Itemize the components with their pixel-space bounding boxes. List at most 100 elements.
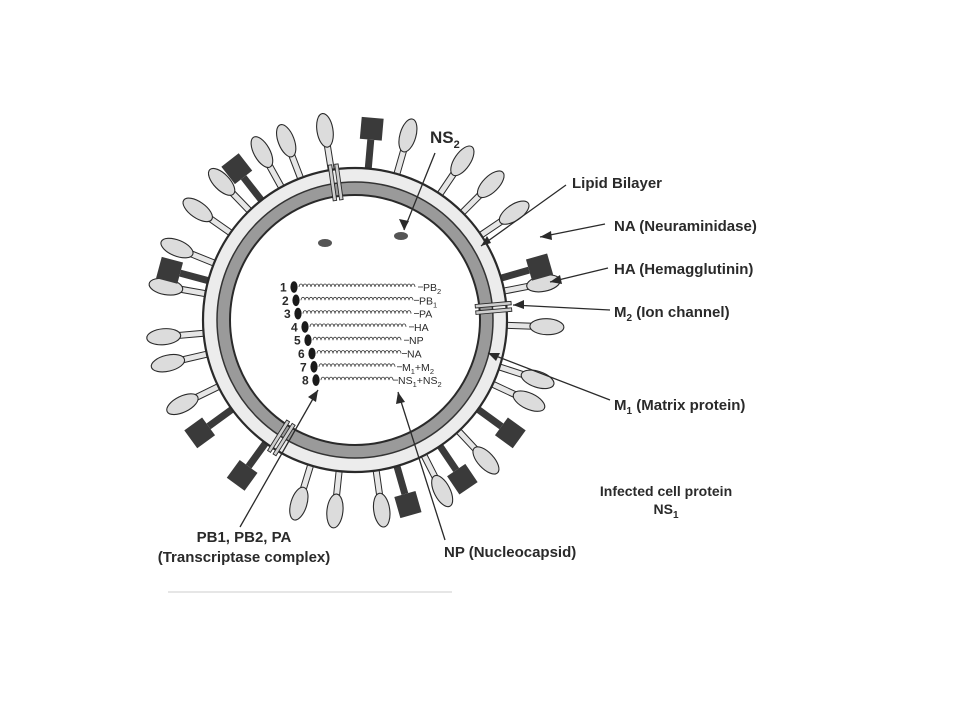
label-transcriptase-proteins: PB1, PB2, PA [197, 529, 292, 546]
rna-segment-8: 8 NS1+NS2 [302, 374, 442, 390]
label-ns1: NS1 [653, 501, 678, 521]
label-m1-matrix-protein: M1 (Matrix protein) [614, 397, 745, 417]
nucleoprotein-coil [298, 283, 416, 288]
polymerase-complex [301, 321, 309, 333]
ha-spike [371, 462, 391, 528]
nucleoprotein-coil [316, 350, 402, 354]
m2-channel [266, 419, 296, 457]
segment-number: 7 [300, 360, 307, 374]
nucleoprotein-coil [320, 376, 394, 381]
arrowhead-ns2 [399, 219, 409, 230]
segment-gene-label: NS1+NS2 [398, 375, 442, 389]
m2-channel [327, 163, 344, 202]
ha-head [520, 369, 555, 390]
nucleoprotein-coil [300, 296, 414, 301]
segment-number: 3 [284, 307, 291, 321]
arrow-lipid [480, 184, 567, 247]
virion-core [229, 194, 481, 446]
label-lipid-bilayer: Lipid Bilayer [572, 175, 662, 192]
ha-head [316, 112, 334, 148]
ha-head [289, 486, 309, 521]
m2-ion-channels [266, 163, 513, 457]
na-head [226, 459, 258, 491]
segment-number: 1 [280, 281, 287, 295]
arrowhead-m1 [488, 353, 500, 361]
arrow-heads [308, 219, 562, 404]
segment-gene-label: HA [414, 322, 429, 334]
segment-gene-label: PA [419, 309, 432, 321]
m2-channel-bar [474, 300, 512, 309]
rna-segment-7: 7 M1+M2 [300, 360, 434, 376]
arrowhead-lipid [481, 236, 491, 246]
ha-head [146, 328, 182, 346]
ha-head [182, 197, 213, 223]
polymerase-complex [294, 307, 302, 320]
segment-number: 2 [282, 294, 289, 308]
m2-channel-bar [475, 307, 513, 315]
na-head [394, 490, 422, 519]
segment-gene-label: PB1 [419, 295, 437, 309]
nucleoprotein-coil [309, 323, 407, 327]
rna-segment-2: 2 PB1 [282, 294, 437, 310]
ha-head [398, 118, 418, 153]
ns2-particle [394, 232, 408, 240]
label-hemagglutinin: HA (Hemagglutinin) [614, 261, 753, 278]
ha-head [512, 390, 546, 412]
polymerase-complex [290, 281, 298, 293]
na-head [156, 256, 184, 284]
arrow-ns2 [403, 152, 436, 231]
segment-gene-label: NP [409, 335, 424, 347]
polymerase-complex [292, 294, 300, 307]
arrowhead-na [540, 231, 552, 240]
segment-number: 4 [291, 320, 298, 334]
rna-segment-1: 1 PB2 [280, 281, 441, 297]
arrow-m1 [487, 352, 611, 401]
segment-gene-label: M1+M2 [402, 362, 434, 376]
m2-channel-bar [272, 422, 296, 457]
ha-head [431, 474, 454, 508]
ha-head [476, 170, 505, 199]
ha-head [529, 318, 565, 336]
arrow-np [397, 391, 446, 541]
ha-spike [326, 463, 344, 529]
ns2-particle [318, 239, 332, 247]
nucleoprotein-coil [318, 363, 396, 367]
na-head [221, 153, 253, 185]
rna-segment-3: 3 PA [284, 307, 432, 321]
segment-number: 5 [294, 334, 301, 348]
m2-channel [474, 300, 513, 315]
arrow-m2 [512, 304, 611, 311]
arrowhead-np [396, 392, 405, 404]
ha-head [450, 145, 475, 177]
arrow-pb [239, 389, 319, 528]
ha-head [276, 124, 297, 158]
ha-head [207, 167, 236, 196]
segment-gene-label: PB2 [423, 282, 441, 296]
arrowhead-pb [308, 390, 318, 402]
m2-channel-bar [266, 419, 291, 453]
ha-spike [499, 318, 565, 336]
segment-number: 8 [302, 374, 309, 388]
rna-segment-4: 4 HA [291, 320, 429, 334]
ha-head [472, 446, 500, 475]
label-m2-ion-channel: M2 (Ion channel) [614, 304, 730, 324]
ha-head [372, 492, 391, 528]
m2-channel-bar [327, 164, 338, 202]
na-head [359, 116, 384, 141]
nucleoprotein-coil [312, 336, 402, 341]
label-infected-cell-protein: Infected cell protein [600, 483, 732, 499]
ha-head [160, 237, 194, 259]
ha-head [326, 493, 344, 529]
ha-head [150, 353, 186, 373]
label-ns2: NS2 [430, 128, 460, 151]
na-head [525, 253, 554, 281]
na-head [494, 417, 526, 449]
ha-head [250, 136, 274, 168]
rna-segment-5: 5 NP [294, 334, 424, 348]
segment-gene-label: NA [407, 349, 422, 361]
na-head [447, 463, 478, 495]
